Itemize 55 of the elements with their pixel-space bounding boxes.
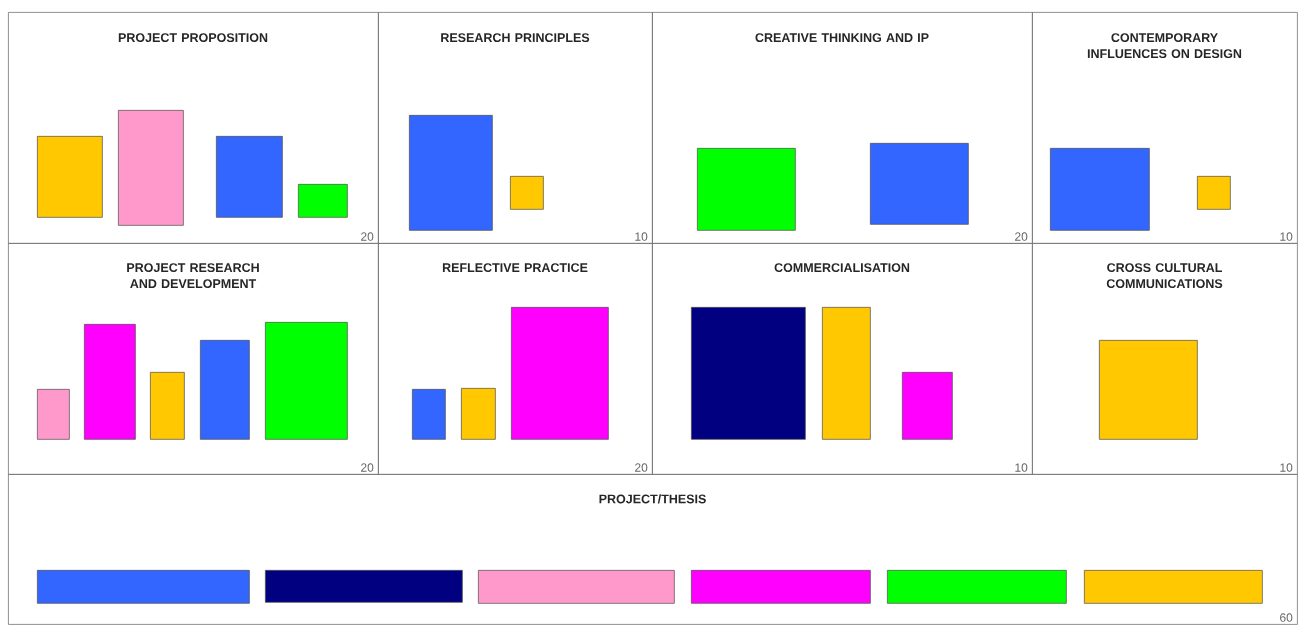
panel-title: PROJECT RESEARCH AND DEVELOPMENT [127,263,259,289]
panel [8,474,1298,625]
panel-title: CROSS CULTURAL COMMUNICATIONS [1106,263,1223,289]
color-block [510,176,544,210]
panel-title: PROJECT PROPOSITION [118,33,268,43]
color-block [216,136,283,218]
color-block [887,570,1067,604]
color-block [1050,148,1150,231]
color-block [1099,340,1198,440]
color-block [37,136,103,218]
color-block [37,389,70,440]
credit-number: 10 [1280,463,1293,472]
panel-title: PROJECT/THESIS [599,494,706,504]
credit-number: 10 [1015,463,1028,472]
color-block [409,115,493,231]
color-block [84,324,136,440]
color-block [1197,176,1231,210]
color-block [691,307,806,440]
credit-number: 20 [361,232,374,241]
credit-number: 20 [361,463,374,472]
color-block [37,570,250,604]
color-block [200,340,250,440]
color-block [461,388,496,440]
credit-number: 10 [1280,232,1293,241]
panel-title: CONTEMPORARY INFLUENCES ON DESIGN [1087,33,1242,59]
credit-number: 10 [635,232,648,241]
panel-title: RESEARCH PRINCIPLES [441,33,590,43]
credit-number: 20 [1015,232,1028,241]
panel [8,12,379,244]
color-block [697,148,796,231]
color-block [902,372,953,440]
color-block [478,570,675,604]
credit-number: 60 [1280,613,1293,622]
credit-number: 20 [635,463,648,472]
panel [378,12,653,244]
panel [378,243,653,475]
color-block [870,143,969,225]
panel-title: CREATIVE THINKING AND IP [755,33,929,43]
color-block [150,372,185,440]
color-block [691,570,871,604]
color-block [265,322,348,440]
panel [8,243,379,475]
color-block [412,389,446,440]
color-block [822,307,871,440]
color-block [511,307,609,440]
panel [1032,243,1298,475]
panel [652,12,1033,244]
color-block [1084,570,1263,604]
panel-title: COMMERCIALISATION [774,263,910,273]
color-block [265,570,463,603]
panel-title: REFLECTIVE PRACTICE [442,263,588,273]
panel [1032,12,1298,244]
color-block [118,110,184,226]
panel [652,243,1033,475]
color-block [298,184,348,218]
